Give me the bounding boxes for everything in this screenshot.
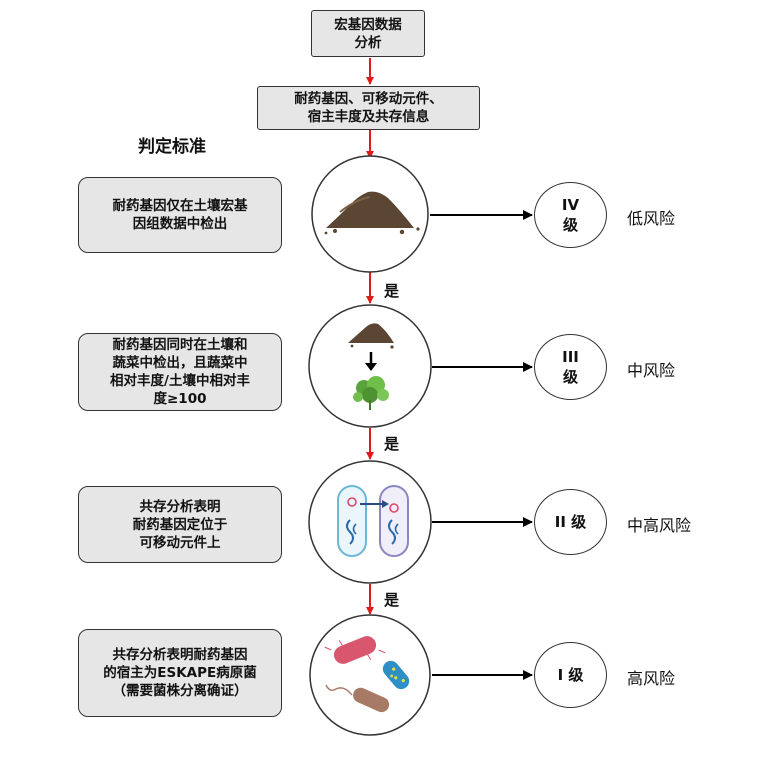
metagenome-analysis-line-2: 分析: [354, 34, 382, 51]
criteria-2-line-1: 耐药基因同时在土壤和: [112, 337, 248, 353]
image-circle-3: [308, 460, 432, 584]
criteria-1-line-2: 因组数据中检出: [132, 216, 228, 232]
level-ii-label: II 级: [554, 513, 587, 531]
criteria-1-line-1: 耐药基因仅在土壤宏基: [112, 198, 248, 214]
level-circle-ii: II 级: [534, 489, 607, 555]
criteria-box-2: 耐药基因同时在土壤和 蔬菜中检出，且蔬菜中 相对丰度/土壤中相对丰 度≥100: [78, 333, 282, 411]
risk-label-high: 高风险: [627, 669, 676, 688]
criteria-2-line-4: 度≥100: [153, 391, 207, 407]
metagenome-analysis-box: 宏基因数据 分析: [311, 10, 425, 57]
criteria-4-line-1: 共存分析表明耐药基因: [112, 647, 248, 663]
criteria-box-4: 共存分析表明耐药基因 的宿主为ESKAPE病原菌 （需要菌株分离确证）: [78, 629, 282, 717]
bacteria-plasmid-transfer-icon: [337, 485, 409, 557]
risk-label-medium-high: 中高风险: [627, 516, 692, 535]
level-iv-numeral: IV: [561, 196, 580, 214]
risk-label-low: 低风险: [627, 209, 676, 228]
yes-label-1: 是: [384, 282, 400, 300]
soil-to-vegetable-icon: [348, 323, 394, 410]
level-iii-numeral: III: [562, 348, 579, 366]
criteria-box-3: 共存分析表明 耐药基因定位于 可移动元件上: [78, 486, 282, 563]
yes-label-3: 是: [384, 591, 400, 609]
risk-label-medium: 中风险: [627, 361, 676, 380]
gene-info-line-2: 宿主丰度及共存信息: [307, 109, 430, 125]
level-i-label: I 级: [557, 666, 584, 684]
criteria-2-line-3: 相对丰度/土壤中相对丰: [110, 373, 250, 389]
level-circle-iii: III 级: [534, 334, 607, 400]
metagenome-analysis-line-1: 宏基因数据: [334, 16, 402, 33]
gene-info-box: 耐药基因、可移动元件、 宿主丰度及共存信息: [257, 86, 480, 130]
criteria-4-line-2: 的宿主为ESKAPE病原菌: [103, 665, 257, 681]
level-iv-suffix: 级: [562, 216, 578, 234]
criteria-3-line-1: 共存分析表明: [139, 498, 221, 515]
criteria-2-line-2: 蔬菜中检出，且蔬菜中: [112, 355, 248, 371]
yes-label-2: 是: [384, 435, 400, 453]
criteria-3-line-3: 可移动元件上: [139, 534, 221, 551]
soil-pile-icon: [324, 191, 420, 235]
level-iii-suffix: 级: [562, 368, 578, 386]
criteria-3-line-2: 耐药基因定位于: [132, 516, 228, 533]
criteria-box-1: 耐药基因仅在土壤宏基 因组数据中检出: [78, 177, 282, 253]
level-circle-iv: IV 级: [534, 182, 607, 248]
criteria-heading: 判定标准: [138, 137, 206, 157]
criteria-4-line-3: （需要菌株分离确证）: [112, 683, 248, 699]
image-circle-4: [309, 614, 431, 736]
level-circle-i: I 级: [534, 642, 607, 708]
pathogen-bacteria-icon: [324, 636, 410, 713]
gene-info-line-1: 耐药基因、可移动元件、: [294, 91, 443, 107]
